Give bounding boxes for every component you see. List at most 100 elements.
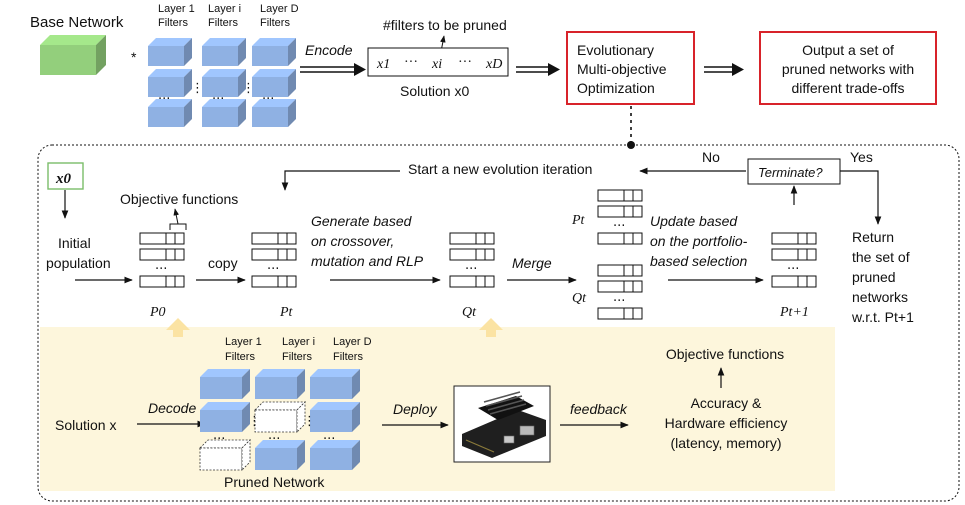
stack-qt-dots: ··· bbox=[465, 262, 477, 277]
pop-label-qt: Qt bbox=[462, 305, 477, 320]
top-layer-d-header: Layer D Filters bbox=[260, 3, 299, 29]
top-filter-1-2 bbox=[202, 99, 246, 127]
top-filter-2-2 bbox=[252, 99, 296, 127]
bottom-layer-i-filters: Filters bbox=[282, 351, 312, 363]
population-stacks: ·················· bbox=[139, 189, 817, 320]
top-filter-dots-2: ··· bbox=[262, 92, 274, 107]
individual-row-stack-pt-merged-2 bbox=[597, 205, 643, 218]
no-label: No bbox=[702, 149, 720, 165]
solution-x1: x1 bbox=[376, 57, 390, 72]
layer-1-title: Layer 1 bbox=[158, 3, 195, 15]
solution-dots-2: ··· bbox=[458, 55, 472, 70]
pruned-filter-0-1 bbox=[200, 402, 250, 432]
individual-row-stack-pt-3 bbox=[251, 275, 297, 288]
solution-xd: xD bbox=[485, 57, 502, 72]
stack-pt-merged-dots: ··· bbox=[613, 219, 625, 234]
pruned-filter-dots-0: ··· bbox=[213, 432, 225, 447]
decode-label: Decode bbox=[148, 400, 196, 416]
pruned-filter-grid: ·········⋮⋮ bbox=[199, 369, 360, 471]
up-arrow-qt bbox=[479, 318, 503, 337]
pruned-network-label: Pruned Network bbox=[224, 474, 325, 490]
pruned-filter-2-1 bbox=[310, 402, 360, 432]
emo-box bbox=[566, 31, 695, 105]
no-loop-arrow bbox=[281, 167, 746, 191]
stack-qt: ··· bbox=[465, 262, 477, 277]
layer-d-filters: Filters bbox=[260, 17, 290, 29]
stack-pt1: ··· bbox=[787, 262, 799, 277]
bottom-layer-1-filters: Filters bbox=[225, 351, 255, 363]
individual-row-stack-p0-1 bbox=[139, 232, 185, 245]
solution-xi: xi bbox=[431, 57, 442, 72]
top-filter-0-1 bbox=[148, 69, 192, 97]
yes-label: Yes bbox=[850, 149, 873, 165]
to-output-arrow bbox=[704, 63, 744, 76]
layer-1-filters: Filters bbox=[158, 17, 188, 29]
individual-row-stack-pt1-1 bbox=[771, 232, 817, 245]
top-filter-grid: ·········⋮⋮ bbox=[148, 38, 296, 127]
stack-pt-dots: ··· bbox=[267, 262, 279, 277]
individual-row-stack-pt-merged-1 bbox=[597, 189, 643, 202]
emo-line-3: Optimization bbox=[577, 80, 655, 96]
initial-population-line-2: population bbox=[46, 255, 111, 271]
top-layer-1-header: Layer 1 Filters bbox=[158, 3, 195, 29]
layer-d-title: Layer D bbox=[260, 3, 299, 15]
base-network-label: Base Network bbox=[30, 14, 124, 31]
objective-bracket bbox=[169, 208, 187, 230]
metrics-line-3: (latency, memory) bbox=[671, 435, 782, 451]
individual-row-stack-pt-1 bbox=[251, 232, 297, 245]
individual-row-stack-pt-merged-3 bbox=[597, 232, 643, 245]
x0-box bbox=[47, 162, 84, 190]
stack-p0: ··· bbox=[155, 262, 167, 277]
copy-label: copy bbox=[208, 255, 238, 271]
pruned-filter-1-0 bbox=[255, 369, 305, 399]
filters-to-prune-label: #filters to be pruned bbox=[383, 17, 507, 33]
bottom-layer-1-title: Layer 1 bbox=[225, 336, 262, 348]
solution-x-label: Solution x bbox=[55, 417, 116, 433]
base-network-block bbox=[40, 35, 106, 75]
output-line-1: Output a set of bbox=[802, 42, 894, 58]
stack-pt-merged: ··· bbox=[613, 219, 625, 234]
encode-label: Encode bbox=[305, 42, 353, 58]
to-emo-arrow bbox=[516, 63, 560, 76]
x0-label: x0 bbox=[55, 171, 72, 187]
return-line-5: w.r.t. Pt+1 bbox=[851, 309, 914, 325]
star-symbol: * bbox=[131, 49, 137, 65]
generate-line-3: mutation and RLP bbox=[311, 253, 424, 269]
pruned-filter-dots-1: ··· bbox=[268, 432, 280, 447]
top-filter-1-0 bbox=[202, 38, 246, 66]
pruned-filter-2-0 bbox=[310, 369, 360, 399]
solution-x0-label: Solution x0 bbox=[400, 83, 469, 99]
pop-label-pt-merged: Pt bbox=[571, 213, 586, 228]
bottom-layer-d-title: Layer D bbox=[333, 336, 372, 348]
stack-pt1-dots: ··· bbox=[787, 262, 799, 277]
generate-line-2: on crossover, bbox=[311, 233, 394, 249]
bottom-layer-i-title: Layer i bbox=[282, 336, 315, 348]
update-line-3: based selection bbox=[650, 253, 748, 269]
top-filter-2-1 bbox=[252, 69, 296, 97]
generate-line-1: Generate based bbox=[311, 213, 413, 229]
individual-row-stack-qt-3 bbox=[449, 275, 495, 288]
pruned-filter-1-2 bbox=[255, 440, 305, 470]
pop-label-qt-merged: Qt bbox=[572, 291, 587, 306]
feedback-label: feedback bbox=[570, 401, 628, 417]
individual-row-stack-pt1-2 bbox=[771, 248, 817, 261]
individual-row-stack-qt-merged-2 bbox=[597, 280, 643, 293]
deploy-panel bbox=[40, 327, 835, 491]
up-arrow-p0 bbox=[166, 318, 190, 337]
individual-row-stack-pt1-3 bbox=[771, 275, 817, 288]
top-layer-i-header: Layer i Filters bbox=[208, 3, 241, 29]
solution-vector-box bbox=[367, 47, 509, 77]
return-line-2: the set of bbox=[852, 249, 910, 265]
pruned-filter-vdots-2: ⋮ bbox=[303, 414, 316, 429]
update-line-2: on the portfolio- bbox=[650, 233, 748, 249]
pop-label-pt: Pt bbox=[279, 305, 294, 320]
objective-functions-bottom-label: Objective functions bbox=[666, 346, 784, 362]
update-line-1: Update based bbox=[650, 213, 738, 229]
solution-dots-1: ··· bbox=[404, 55, 418, 70]
top-filter-vdots-2: ⋮ bbox=[242, 81, 255, 96]
individual-row-stack-qt-merged-3 bbox=[597, 307, 643, 320]
return-line-4: networks bbox=[852, 289, 908, 305]
merge-label: Merge bbox=[512, 255, 552, 271]
terminate-label: Terminate? bbox=[758, 165, 823, 180]
